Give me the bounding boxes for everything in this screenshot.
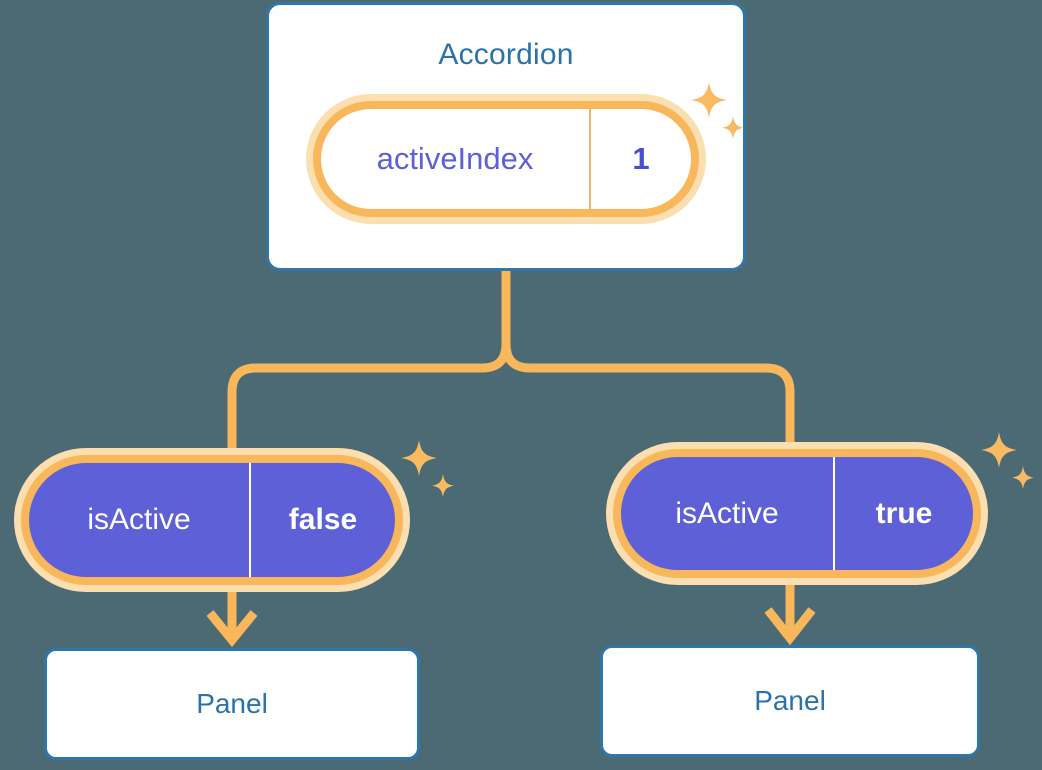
- prop-key-label: isActive: [675, 496, 779, 530]
- prop-value-label: 1: [589, 109, 691, 209]
- prop-value-label: true: [833, 457, 973, 570]
- sparkle-small-icon: [432, 474, 454, 497]
- prop-badge-body: isActive true: [621, 457, 973, 570]
- sparkle-small-icon: [1012, 466, 1034, 489]
- prop-value-label: false: [249, 463, 395, 577]
- accordion-card-title: Accordion: [438, 38, 574, 71]
- prop-key-label: activeIndex: [376, 141, 534, 176]
- panel-card-title: Panel: [754, 685, 826, 716]
- prop-badge-activeindex[interactable]: activeIndex 1: [306, 94, 706, 224]
- prop-badge-isactive-left[interactable]: isActive false: [14, 448, 410, 592]
- panel-card-title: Panel: [196, 688, 268, 719]
- prop-badge-body: activeIndex 1: [321, 109, 691, 209]
- prop-badge-isactive-right[interactable]: isActive true: [606, 442, 988, 585]
- prop-key-label: isActive: [87, 503, 191, 536]
- prop-badge-body: isActive false: [29, 463, 395, 577]
- panel-component-card-left: Panel: [44, 648, 420, 760]
- panel-component-card-right: Panel: [600, 645, 980, 757]
